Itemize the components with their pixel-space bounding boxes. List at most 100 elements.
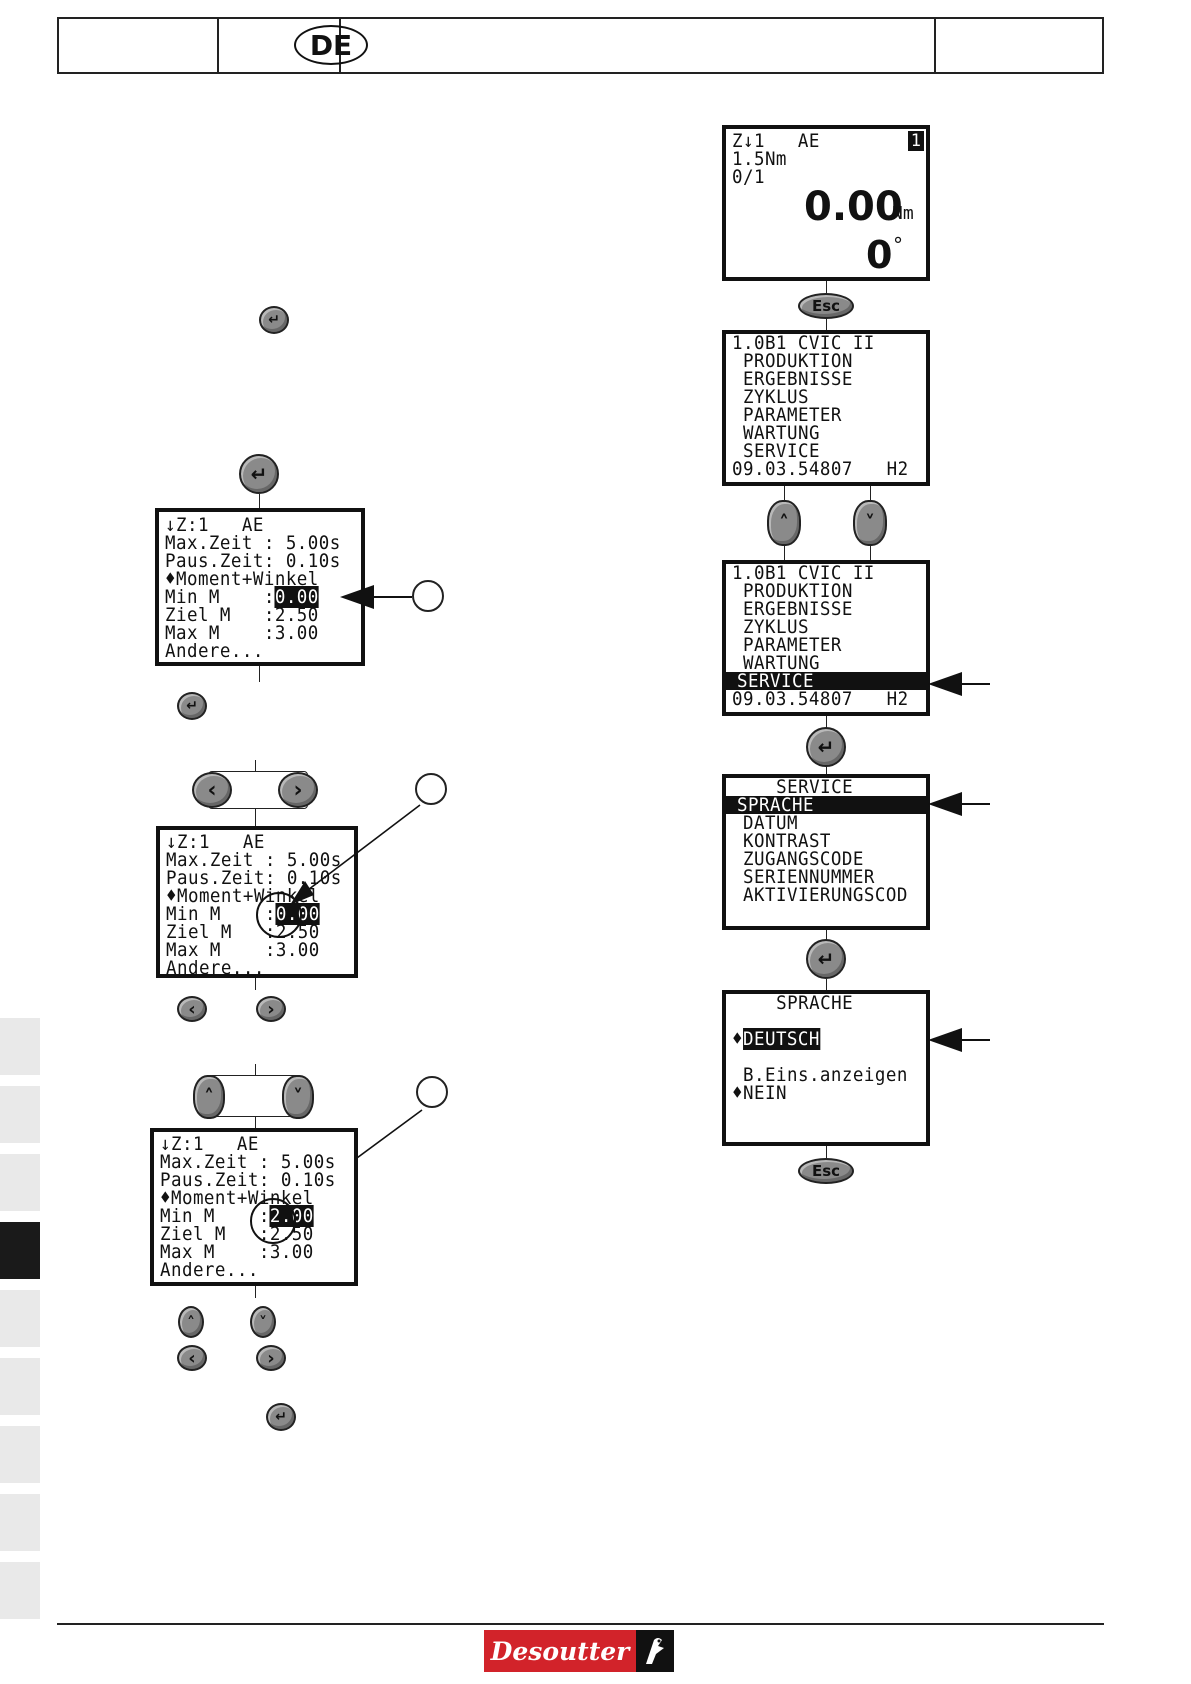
lcd-line: ♦Moment+Winkel: [165, 568, 319, 590]
page-header: DE: [57, 17, 1104, 74]
angle-unit: °: [892, 233, 905, 257]
lcd-line: Max.Zeit : 5.00s: [160, 1151, 336, 1173]
lcd-line: 0/1: [732, 166, 765, 188]
lcd-line: Min M :0.00: [165, 586, 343, 608]
menu-title: 1.0B1 CVIC II: [732, 332, 875, 354]
menu-item: PRODUKTION: [743, 350, 853, 372]
lcd-line: 1.5Nm: [732, 148, 787, 170]
menu-item: DATUM: [743, 812, 798, 834]
option-line: ♦NEIN: [732, 1082, 787, 1104]
callout-circle: [416, 1076, 448, 1108]
connector-line: [784, 546, 785, 560]
connector-line: [826, 319, 827, 331]
lcd-line: ↓Z:1 AE: [165, 514, 264, 536]
program-number: 1: [907, 131, 924, 151]
menu-item: WARTUNG: [743, 652, 820, 674]
connector-line: [826, 930, 827, 940]
menu-item: PRODUKTION: [743, 580, 853, 602]
footer-rule: [57, 1623, 1104, 1625]
param-screen-1: ↓Z:1 AE Max.Zeit : 5.00s Paus.Zeit: 0.10…: [155, 508, 365, 666]
left-button[interactable]: ‹: [192, 772, 232, 808]
connector-line: [826, 716, 827, 728]
section-tab[interactable]: [0, 1494, 40, 1551]
down-button[interactable]: ˅: [853, 500, 887, 546]
logo-text: Desoutter: [484, 1630, 636, 1672]
pointer-line: [960, 683, 990, 685]
menu-item: WARTUNG: [743, 422, 820, 444]
lcd-line: ↓Z:1 AE: [160, 1133, 259, 1155]
connector-line: [255, 1286, 256, 1298]
option-value: NEIN: [742, 1082, 787, 1104]
enter-icon: ↵: [266, 1403, 296, 1431]
menu-title: SPRACHE: [776, 992, 854, 1014]
section-tab[interactable]: [0, 1018, 40, 1075]
section-tab[interactable]: [0, 1358, 40, 1415]
left-icon: ‹: [177, 1345, 207, 1371]
digit-highlight-circle: [256, 892, 302, 938]
connector-line: [870, 486, 871, 500]
lcd-line: Max.Zeit : 5.00s: [165, 532, 341, 554]
lcd-line: Paus.Zeit: 0.10s: [165, 550, 341, 572]
section-tab[interactable]: [0, 1154, 40, 1211]
digit-highlight-circle: [250, 1198, 296, 1244]
section-tab[interactable]: [0, 1426, 40, 1483]
section-tab[interactable]: [0, 1290, 40, 1347]
lcd-line: Paus.Zeit: 0.10s: [166, 867, 342, 889]
language-value: DEUTSCH: [742, 1028, 820, 1050]
language-line: ♦DEUTSCH: [732, 1028, 820, 1050]
lcd-line: Andere...: [160, 1259, 259, 1281]
enter-button[interactable]: ↵: [806, 939, 846, 979]
menu-item: KONTRAST: [743, 830, 831, 852]
section-tab[interactable]: [0, 1086, 40, 1143]
esc-button[interactable]: Esc: [798, 1158, 854, 1184]
enter-button[interactable]: ↵: [239, 454, 279, 494]
lcd-line: Andere...: [165, 640, 264, 662]
hardware-code: H2: [886, 688, 909, 710]
right-button[interactable]: ›: [278, 772, 318, 808]
right-icon: ›: [256, 996, 286, 1022]
connector-line: [826, 767, 827, 775]
enter-icon: ↵: [259, 306, 289, 334]
torque-unit: Nm: [892, 203, 914, 224]
header-divider: [217, 19, 219, 72]
language-badge: DE: [294, 25, 368, 65]
esc-button[interactable]: Esc: [798, 293, 854, 319]
right-icon: ›: [256, 1345, 286, 1371]
section-tab[interactable]: [0, 1562, 40, 1619]
lcd-line: Max M :3.00: [165, 622, 319, 644]
menu-item-selected: SERVICE: [726, 672, 926, 691]
connector-line: [784, 486, 785, 500]
pointer-line: [960, 1039, 990, 1041]
connector-line: [255, 760, 256, 772]
up-button[interactable]: ˄: [767, 500, 801, 546]
up-button[interactable]: ˄: [193, 1075, 225, 1119]
callout-circle: [415, 773, 447, 805]
menu-item: ZUGANGSCODE: [743, 848, 864, 870]
pointer-arrow-icon: [928, 792, 962, 816]
service-menu-screen: SERVICE SPRACHE DATUM KONTRAST ZUGANGSCO…: [722, 774, 930, 930]
menu-item-selected: SPRACHE: [726, 796, 926, 815]
pointer-arrow-icon: [928, 672, 962, 696]
connector-line: [259, 494, 260, 509]
section-tab-active[interactable]: [0, 1222, 40, 1279]
connector-line: [826, 281, 827, 293]
menu-item: ERGEBNISSE: [743, 598, 853, 620]
left-icon: ‹: [177, 996, 207, 1022]
pointer-arrow-icon: [340, 585, 374, 609]
menu-title: 1.0B1 CVIC II: [732, 562, 875, 584]
lcd-line: Z↓1 AE: [732, 130, 820, 152]
lcd-line: Max M :3.00: [160, 1241, 314, 1263]
angle-value: 0: [866, 233, 893, 277]
lcd-line: Ziel M :2.50: [165, 604, 319, 626]
callout-circle: [412, 580, 444, 612]
down-button[interactable]: ˅: [282, 1075, 314, 1119]
min-m-value: 0.00: [274, 586, 319, 608]
main-menu-screen: 1.0B1 CVIC II PRODUKTION ERGEBNISSE ZYKL…: [722, 330, 930, 486]
connector-line: [826, 979, 827, 991]
connector-line: [826, 1146, 827, 1158]
bird-logo-icon: [636, 1630, 674, 1672]
enter-button[interactable]: ↵: [806, 727, 846, 767]
pointer-arrow-icon: [928, 1028, 962, 1052]
